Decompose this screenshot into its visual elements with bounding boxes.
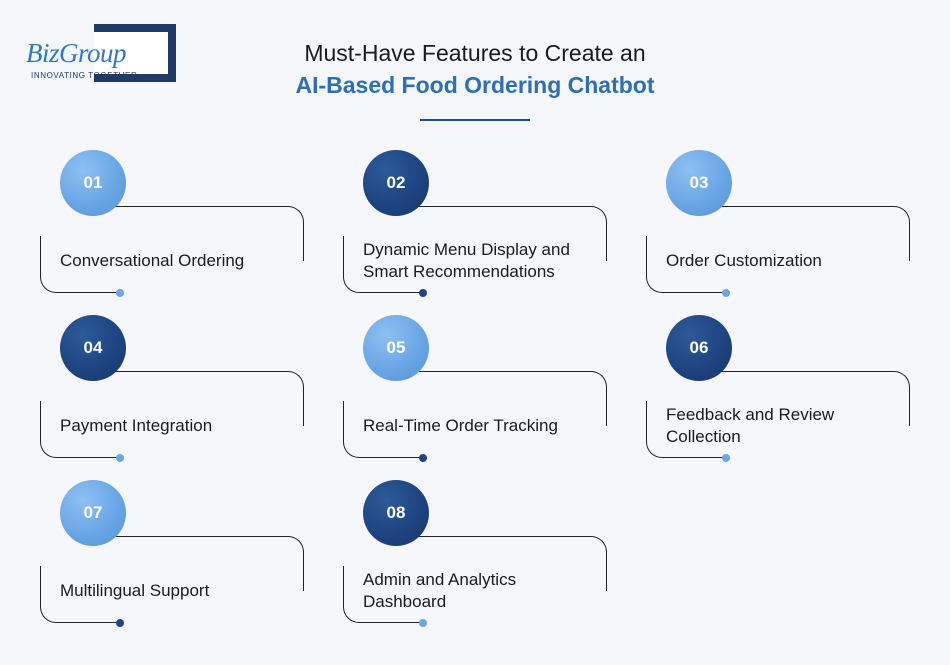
logo-wordmark: BizGroup xyxy=(26,38,127,68)
feature-label: Admin and Analytics Dashboard xyxy=(363,570,517,611)
card-border-bottom xyxy=(40,236,117,293)
feature-label: Conversational Ordering xyxy=(60,251,245,270)
feature-number-badge: 06 xyxy=(666,315,732,381)
page-title: Must-Have Features to Create an xyxy=(304,40,646,66)
card-border-bottom xyxy=(646,401,723,458)
feature-number-badge: 02 xyxy=(363,150,429,216)
feature-card-06: 06 Feedback and Review Collection xyxy=(646,315,916,465)
card-border-bottom xyxy=(646,236,723,293)
feature-number-badge: 03 xyxy=(666,150,732,216)
feature-label: Feedback and Review Collection xyxy=(666,405,835,446)
connector-dot xyxy=(722,454,730,462)
page-title-highlight: AI-Based Food Ordering Chatbot xyxy=(295,72,655,98)
card-border-bottom xyxy=(40,401,117,458)
title-divider xyxy=(420,119,530,121)
feature-label: Multilingual Support xyxy=(60,581,210,600)
card-border-top xyxy=(99,371,304,426)
card-border-bottom xyxy=(40,566,117,623)
logo-tagline: INNOVATING TOGETHER xyxy=(31,71,138,80)
connector-dot xyxy=(116,454,124,462)
feature-card-01: 01 Conversational Ordering xyxy=(40,150,310,300)
card-border-top xyxy=(99,206,304,261)
feature-card-05: 05 Real-Time Order Tracking xyxy=(343,315,613,465)
connector-dot xyxy=(722,289,730,297)
feature-card-02: 02 Dynamic Menu Display and Smart Recomm… xyxy=(343,150,613,300)
connector-dot xyxy=(419,454,427,462)
feature-label: Dynamic Menu Display and Smart Recommend… xyxy=(363,240,570,281)
feature-card-08: 08 Admin and Analytics Dashboard xyxy=(343,480,613,630)
card-border-top xyxy=(402,206,607,261)
feature-card-04: 04 Payment Integration xyxy=(40,315,310,465)
feature-number-badge: 07 xyxy=(60,480,126,546)
feature-number-badge: 04 xyxy=(60,315,126,381)
feature-number-badge: 01 xyxy=(60,150,126,216)
feature-card-07: 07 Multilingual Support xyxy=(40,480,310,630)
connector-dot xyxy=(116,619,124,627)
card-border-top xyxy=(99,536,304,591)
card-border-top xyxy=(705,371,910,426)
feature-card-03: 03 Order Customization xyxy=(646,150,916,300)
card-border-bottom xyxy=(343,566,420,623)
feature-label: Real-Time Order Tracking xyxy=(363,416,558,435)
feature-number-badge: 08 xyxy=(363,480,429,546)
card-border-bottom xyxy=(343,236,420,293)
card-border-top xyxy=(402,371,607,426)
card-border-top xyxy=(705,206,910,261)
card-border-top xyxy=(402,536,607,591)
connector-dot xyxy=(419,619,427,627)
connector-dot xyxy=(419,289,427,297)
feature-number-badge: 05 xyxy=(363,315,429,381)
feature-label: Order Customization xyxy=(666,251,822,270)
card-border-bottom xyxy=(343,401,420,458)
logo-frame xyxy=(94,24,176,82)
bizgroup-logo: BizGroup INNOVATING TOGETHER xyxy=(22,22,176,84)
feature-label: Payment Integration xyxy=(60,416,213,435)
connector-dot xyxy=(116,289,124,297)
